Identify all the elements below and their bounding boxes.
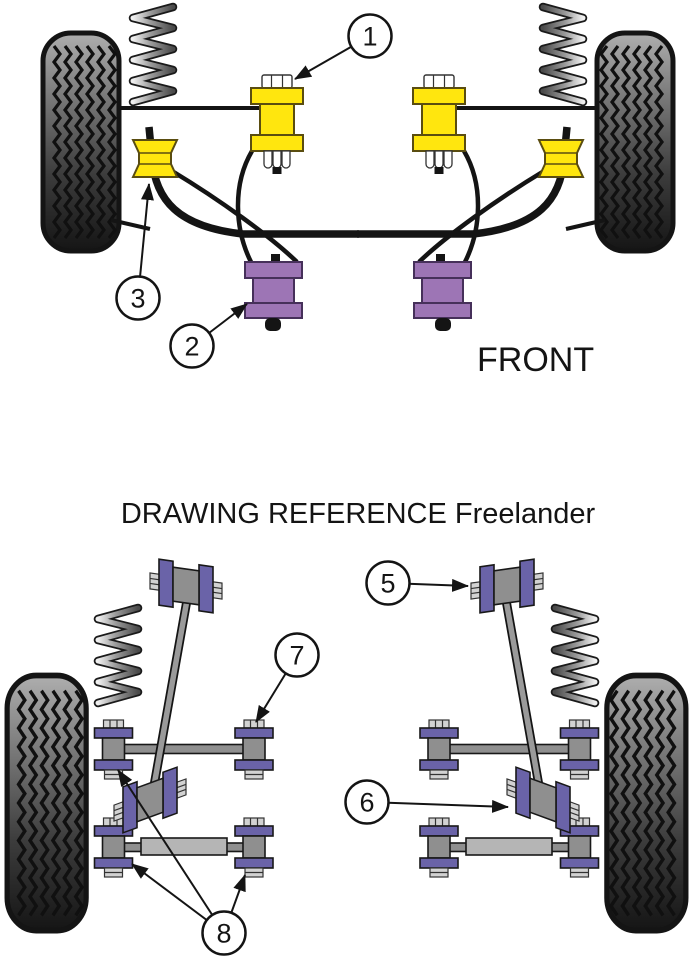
callout-1-number: 1 <box>362 22 377 52</box>
callout-2: 2 <box>169 303 248 369</box>
callout-8: 8 <box>117 769 247 956</box>
callout-3-number: 3 <box>130 284 145 314</box>
callouts: 1 2 3 5 6 7 <box>115 13 509 956</box>
callout-6-number: 6 <box>359 788 374 818</box>
front-suspension-view: FRONT <box>43 7 673 379</box>
rear-right-assembly <box>420 558 686 931</box>
callout-3: 3 <box>115 183 161 321</box>
callout-5: 5 <box>365 560 469 606</box>
rear-suspension-view <box>7 558 686 931</box>
front-left-assembly <box>43 7 359 331</box>
callout-7: 7 <box>255 632 320 723</box>
callout-1: 1 <box>294 13 393 80</box>
front-label: FRONT <box>477 341 594 379</box>
callout-5-number: 5 <box>380 569 395 599</box>
callout-7-number: 7 <box>289 641 304 671</box>
front-right-assembly <box>357 7 673 331</box>
page-title: DRAWING REFERENCE Freelander <box>121 498 596 530</box>
callout-8-number: 8 <box>216 919 231 949</box>
callout-6: 6 <box>344 779 509 825</box>
callout-2-number: 2 <box>184 332 199 362</box>
rear-left-assembly <box>7 558 273 931</box>
